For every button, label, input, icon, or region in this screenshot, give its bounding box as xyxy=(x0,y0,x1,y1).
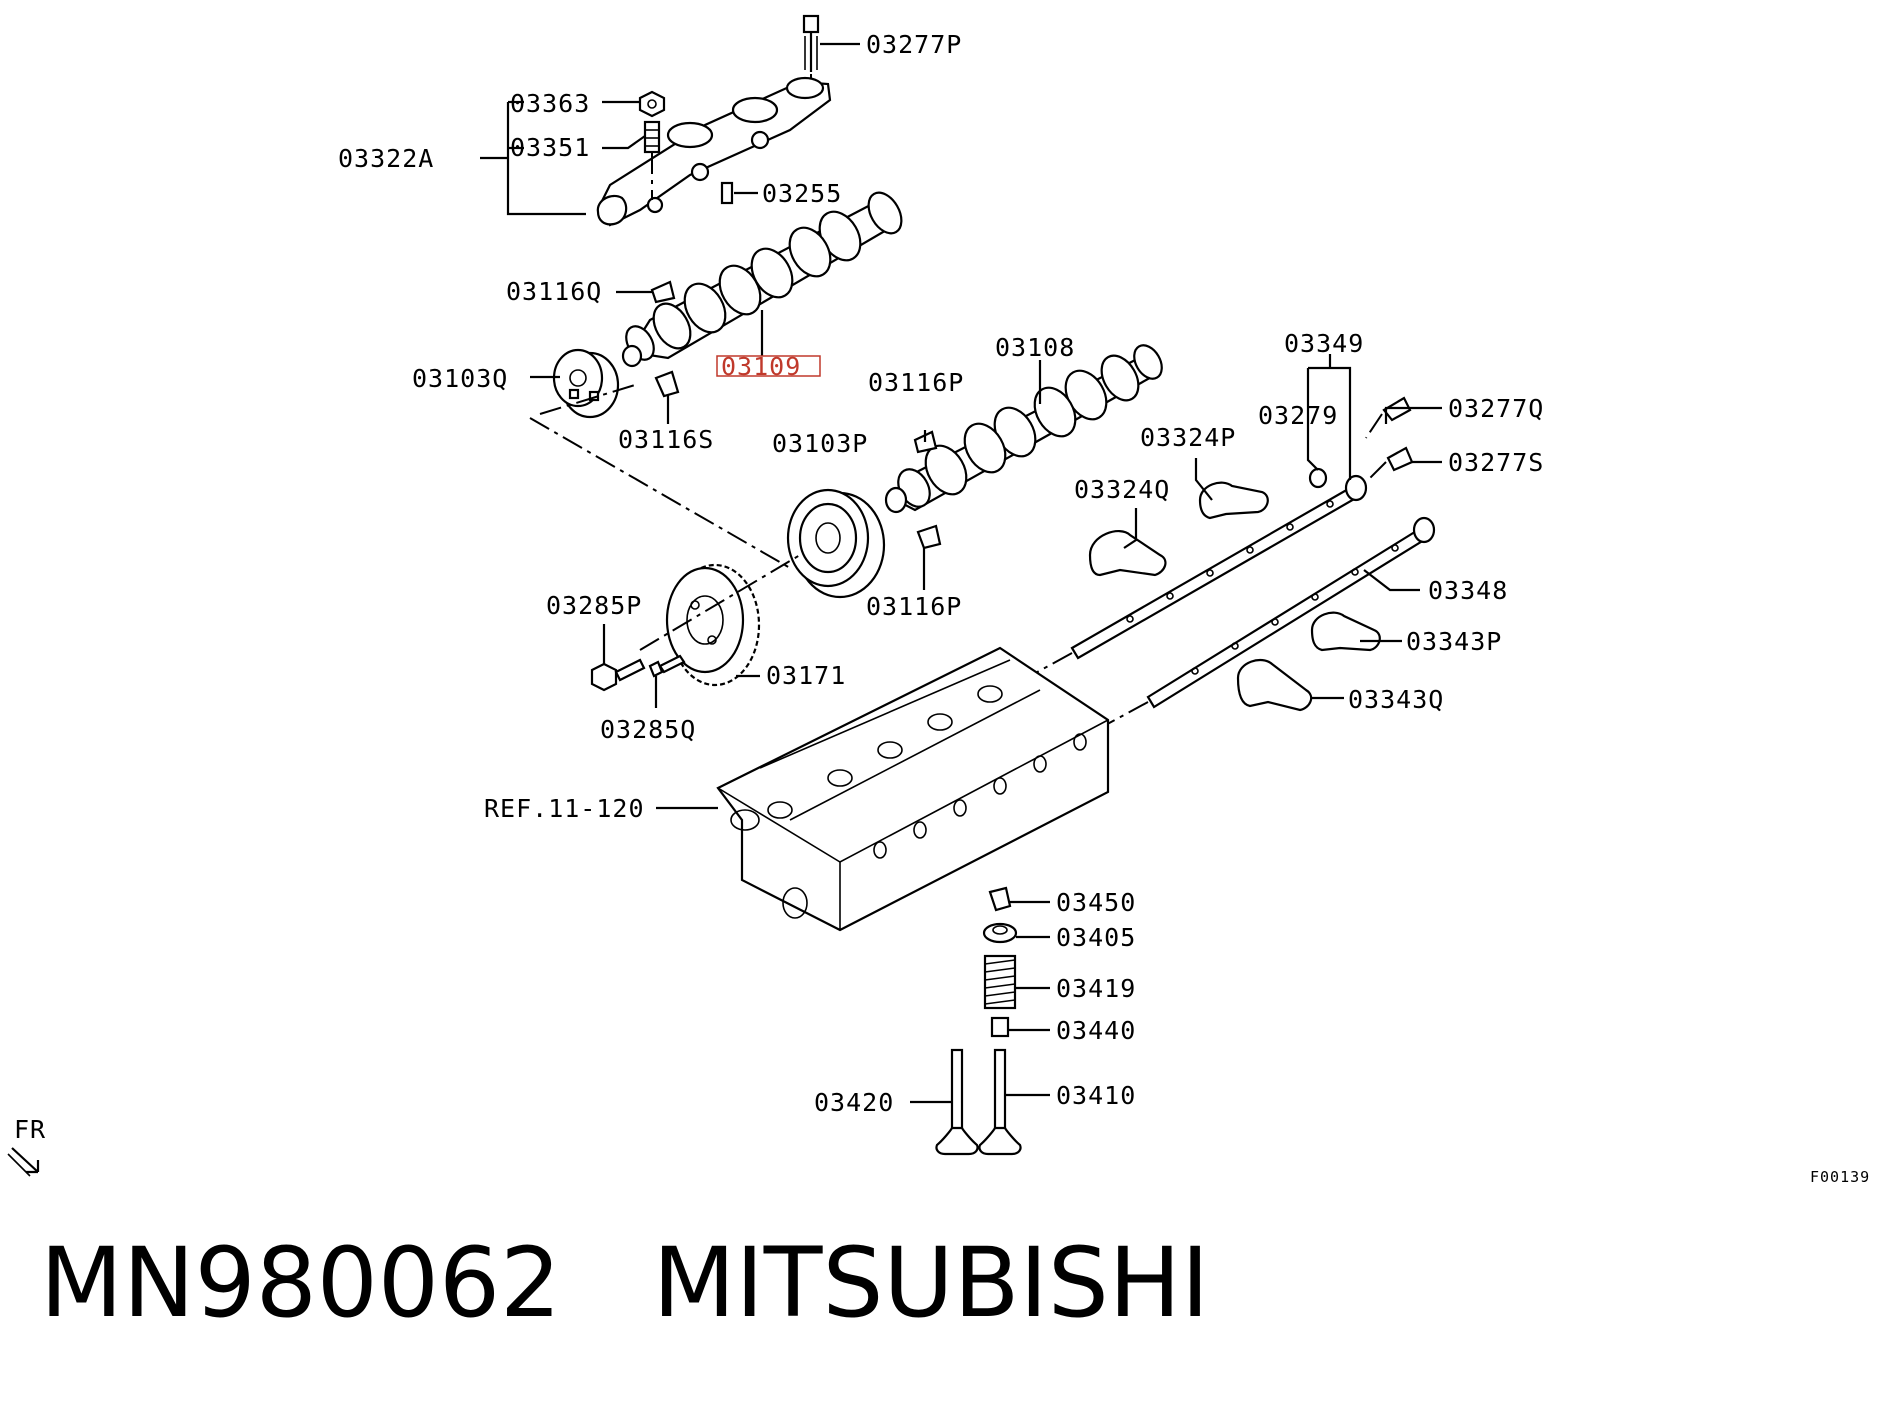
camshaft-03109 xyxy=(621,191,903,368)
rocker-shaft-03348 xyxy=(1099,516,1436,729)
label-03324P: 03324P xyxy=(1140,423,1236,452)
part-number: MN980062 xyxy=(40,1227,562,1339)
label-03103Q: 03103Q xyxy=(412,364,508,393)
label-03116Q: 03116Q xyxy=(506,277,602,306)
valve-seal-03440 xyxy=(990,1016,1010,1038)
label-03285Q: 03285Q xyxy=(600,715,696,744)
label-03108: 03108 xyxy=(995,333,1075,362)
label-03322A: 03322A xyxy=(338,144,434,173)
rocker-shaft-03349 xyxy=(1029,474,1368,677)
label-03277P: 03277P xyxy=(866,30,962,59)
label-03285P: 03285P xyxy=(546,591,642,620)
stud-03351 xyxy=(643,120,661,154)
sprocket-03103Q xyxy=(552,348,620,419)
label-03450: 03450 xyxy=(1056,888,1136,917)
label-03277Q: 03277Q xyxy=(1448,394,1544,423)
label-03109: 03109 xyxy=(721,352,801,381)
label-03348: 03348 xyxy=(1428,576,1508,605)
label-03324Q: 03324Q xyxy=(1074,475,1170,504)
gear-03171 xyxy=(665,563,761,687)
label-03343Q: 03343Q xyxy=(1348,685,1444,714)
label-03405: 03405 xyxy=(1056,923,1136,952)
camshaft-03108 xyxy=(884,344,1163,514)
label-03116S: 03116S xyxy=(618,425,714,454)
valve-03410 xyxy=(978,1048,1022,1156)
label-03440: 03440 xyxy=(1056,1016,1136,1045)
pulley-03103P xyxy=(786,488,886,599)
label-03351: 03351 xyxy=(510,133,590,162)
bolt-03285P xyxy=(590,662,618,692)
pin-03255 xyxy=(720,181,734,205)
label-03103P: 03103P xyxy=(772,429,868,458)
leader-lines xyxy=(480,42,1442,1104)
label-03171: 03171 xyxy=(766,661,846,690)
valve-spring-03419 xyxy=(983,954,1017,1010)
valve-03420 xyxy=(935,1048,979,1156)
label-03277S: 03277S xyxy=(1448,448,1544,477)
label-03116P-upper: 03116P xyxy=(868,368,964,397)
rocker-arm-03324P xyxy=(1198,481,1269,520)
label-ref-11-120: REF.11-120 xyxy=(484,794,645,823)
label-03410: 03410 xyxy=(1056,1081,1136,1110)
spring-retainer-03405 xyxy=(982,922,1018,944)
label-03420: 03420 xyxy=(814,1088,894,1117)
cylinder-head xyxy=(716,646,1110,932)
label-03363: 03363 xyxy=(510,89,590,118)
rocker-arm-03343Q xyxy=(1236,659,1313,712)
label-03279: 03279 xyxy=(1258,401,1338,430)
retainer-lock-03450 xyxy=(988,886,1012,912)
nut-03363 xyxy=(638,90,666,118)
label-03349: 03349 xyxy=(1284,329,1364,358)
figure-code: F00139 xyxy=(1810,1168,1870,1186)
label-03116P-lower: 03116P xyxy=(866,592,962,621)
bearing-03116P-lower xyxy=(916,524,942,550)
bearing-03116Q xyxy=(650,280,676,304)
rocker-arm-03324Q xyxy=(1088,530,1167,577)
label-03419: 03419 xyxy=(1056,974,1136,1003)
brand-name: MITSUBISHI xyxy=(652,1227,1210,1339)
bearing-03116S xyxy=(654,370,680,398)
label-03255: 03255 xyxy=(762,179,842,208)
highlight-box-03109 xyxy=(716,355,821,377)
label-fr: FR xyxy=(14,1115,46,1144)
label-03343P: 03343P xyxy=(1406,627,1502,656)
part-title: MN980062 MITSUBISHI xyxy=(40,1235,1209,1331)
bolt-03277P-head xyxy=(802,14,820,34)
washer-03279 xyxy=(1308,467,1328,489)
front-direction-arrow-icon xyxy=(11,1147,40,1174)
rocker-housing-assembly xyxy=(596,14,832,227)
rocker-arm-03343P xyxy=(1310,611,1381,652)
bolt-03285Q xyxy=(648,660,664,678)
bolt-03277S xyxy=(1386,446,1414,472)
